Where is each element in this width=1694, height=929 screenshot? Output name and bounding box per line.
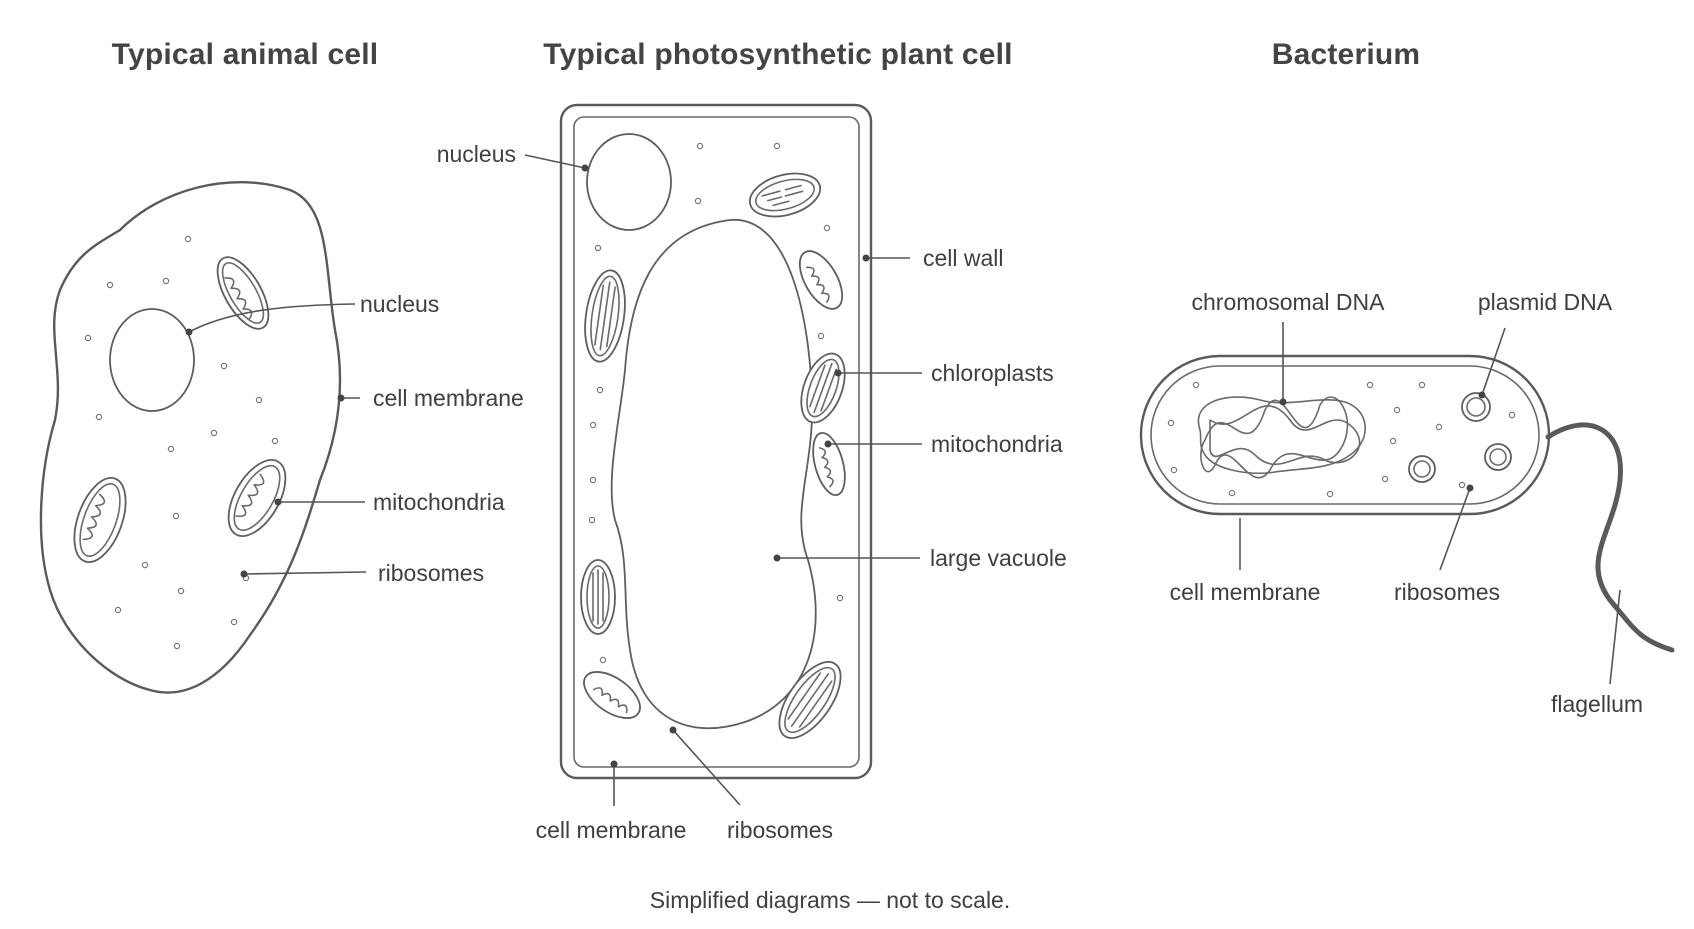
plasmid-dna-1 [1461,392,1491,422]
animal-cell-membrane [39,180,342,694]
animal-mitochondrion-1 [216,256,270,330]
plant-large-vacuole [610,219,817,730]
plant-chloroplasts-label: chloroplasts [931,360,1054,386]
plant-chloroplast-5 [778,661,842,739]
plant-mitochondria-label: mitochondria [931,431,1063,457]
plant-cell-wall-label: cell wall [923,245,1004,271]
plant-nucleus-label: nucleus [437,141,516,167]
bacterium-ribosomes [1167,381,1516,498]
plant-ribosomes-label: ribosomes [727,817,833,843]
plasmid-dna-3 [1484,443,1512,471]
plant-chloroplast-1 [748,172,822,218]
plant-cell-title: Typical photosynthetic plant cell [543,38,1012,71]
plant-chloroplast-3 [800,352,846,424]
footnote: Simplified diagrams — not to scale. [650,887,1011,913]
chromosomal-dna [1197,396,1366,479]
bacterium: chromosomal DNA plasmid DNA cell membran… [1139,289,1675,717]
animal-mitochondrion-2 [73,477,127,563]
animal-cell-title: Typical animal cell [112,38,379,71]
plasmid-dna-2 [1408,455,1436,483]
plant-cell: nucleus cell wall chloroplasts mitochond… [437,103,1067,843]
animal-ribosomes-label: ribosomes [378,560,484,586]
plant-large-vacuole-label: large vacuole [930,545,1067,571]
bacterium-title: Bacterium [1272,38,1421,71]
plasmid-dna-label: plasmid DNA [1478,289,1613,315]
bacterium-inner-membrane [1150,365,1540,505]
flagellum-leader [1609,589,1621,685]
animal-ribosomes-leader [243,571,367,575]
flagellum [1545,422,1675,653]
plant-mitochondrion-3 [583,671,641,719]
animal-nucleus [109,308,195,412]
plant-cell-membrane-label: cell membrane [536,817,687,843]
animal-cell-membrane-label: cell membrane [373,385,524,411]
plant-mitochondrion-1 [798,250,844,310]
plant-nucleus [586,133,672,231]
chromosomal-dna-label: chromosomal DNA [1192,289,1386,315]
animal-mitochondrion-3 [227,459,287,537]
plant-mitochondrion-2 [812,431,846,497]
plant-cell-membrane [573,116,860,768]
bacterium-cell-membrane-label: cell membrane [1170,579,1321,605]
plant-nucleus-leader [524,154,586,169]
plant-chloroplast-2 [584,269,626,363]
animal-cell: nucleus cell membrane mitochondria ribos… [39,180,524,694]
animal-mitochondria-label: mitochondria [373,489,505,515]
animal-nucleus-leader [188,303,356,333]
animal-ribosomes [84,235,279,650]
animal-nucleus-label: nucleus [360,291,439,317]
plant-ribosomes-leader [672,729,741,806]
bacterium-ribosomes-leader [1439,487,1471,571]
bacterium-ribosomes-label: ribosomes [1394,579,1500,605]
plasmid-dna-leader [1481,327,1506,396]
flagellum-label: flagellum [1551,691,1643,717]
plant-ribosomes [588,142,844,664]
plant-chloroplast-4 [580,559,616,635]
